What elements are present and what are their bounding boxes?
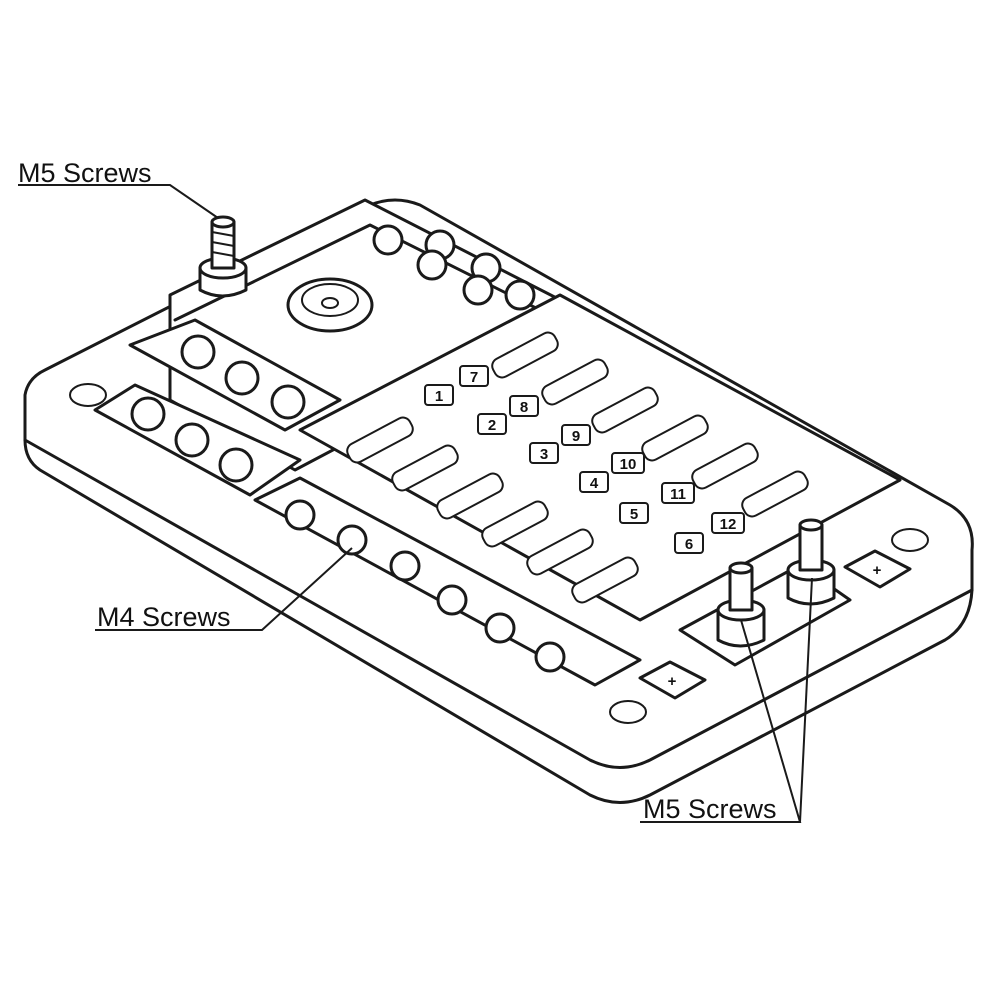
- fuse-deck: 1 2 3 4 5 6 7 8 9 10 11 12: [298, 293, 902, 622]
- label-m5-screws-bottom: M5 Screws: [643, 794, 777, 824]
- fuse-number: 4: [590, 475, 599, 492]
- fuse-number: 5: [630, 506, 638, 523]
- terminal-screw: [224, 360, 260, 396]
- terminal-screw: [504, 279, 536, 311]
- left-screw-terminals: [93, 318, 342, 497]
- terminal-screw: [130, 396, 166, 432]
- terminal-screw: [462, 274, 494, 306]
- leader-m5-top: [18, 184, 219, 219]
- leader-m4: [95, 547, 353, 631]
- fuse-number: 10: [620, 456, 637, 473]
- terminal-screw: [270, 384, 306, 420]
- fuse-number: 12: [720, 516, 737, 533]
- terminal-screw: [284, 499, 316, 531]
- terminal-screw: [174, 422, 210, 458]
- fuse-number: 9: [572, 428, 580, 445]
- terminal-screw: [416, 249, 448, 281]
- output-terminals: [253, 476, 642, 687]
- terminal-screw: [534, 641, 566, 673]
- terminal-screw: [372, 224, 404, 256]
- fuse-number: 1: [435, 388, 443, 405]
- label-m4-screws: M4 Screws: [97, 602, 231, 632]
- terminal-screw: [218, 447, 254, 483]
- fuse-number: 7: [470, 369, 478, 386]
- mounting-hole: [609, 700, 647, 724]
- fuse-number: 2: [488, 417, 496, 434]
- positive-plate: +: [843, 549, 912, 589]
- label-m5-screws-top: M5 Screws: [18, 158, 152, 188]
- leader-lines: [18, 184, 813, 823]
- fuse-number: 3: [540, 446, 548, 463]
- plus-icon: +: [668, 673, 677, 690]
- terminal-screw: [436, 584, 468, 616]
- fuse-number: 11: [670, 486, 686, 503]
- stud-top-left: [198, 215, 248, 298]
- stud-front-left: [716, 561, 766, 648]
- positive-studs: + +: [638, 518, 912, 700]
- positive-plate: +: [638, 660, 707, 700]
- terminal-screw: [336, 524, 368, 556]
- top-screw-terminals: [372, 224, 536, 311]
- fuse-number: 6: [685, 536, 693, 553]
- fuse-slots-right: [491, 331, 809, 518]
- mounting-hole: [891, 528, 929, 552]
- fuse-number: 8: [520, 399, 528, 416]
- plus-icon: +: [873, 562, 882, 579]
- mounting-hole: [69, 383, 107, 407]
- leader-m5-bottom: [640, 577, 813, 823]
- fuse-number-plates-left: 1 2 3 4 5 6: [424, 384, 704, 554]
- fuse-number-plates-right: 7 8 9 10 11 12: [459, 365, 745, 534]
- terminal-screw: [389, 550, 421, 582]
- terminal-screw: [180, 334, 216, 370]
- fuse-slots-left: [346, 416, 639, 604]
- terminal-screw: [484, 612, 516, 644]
